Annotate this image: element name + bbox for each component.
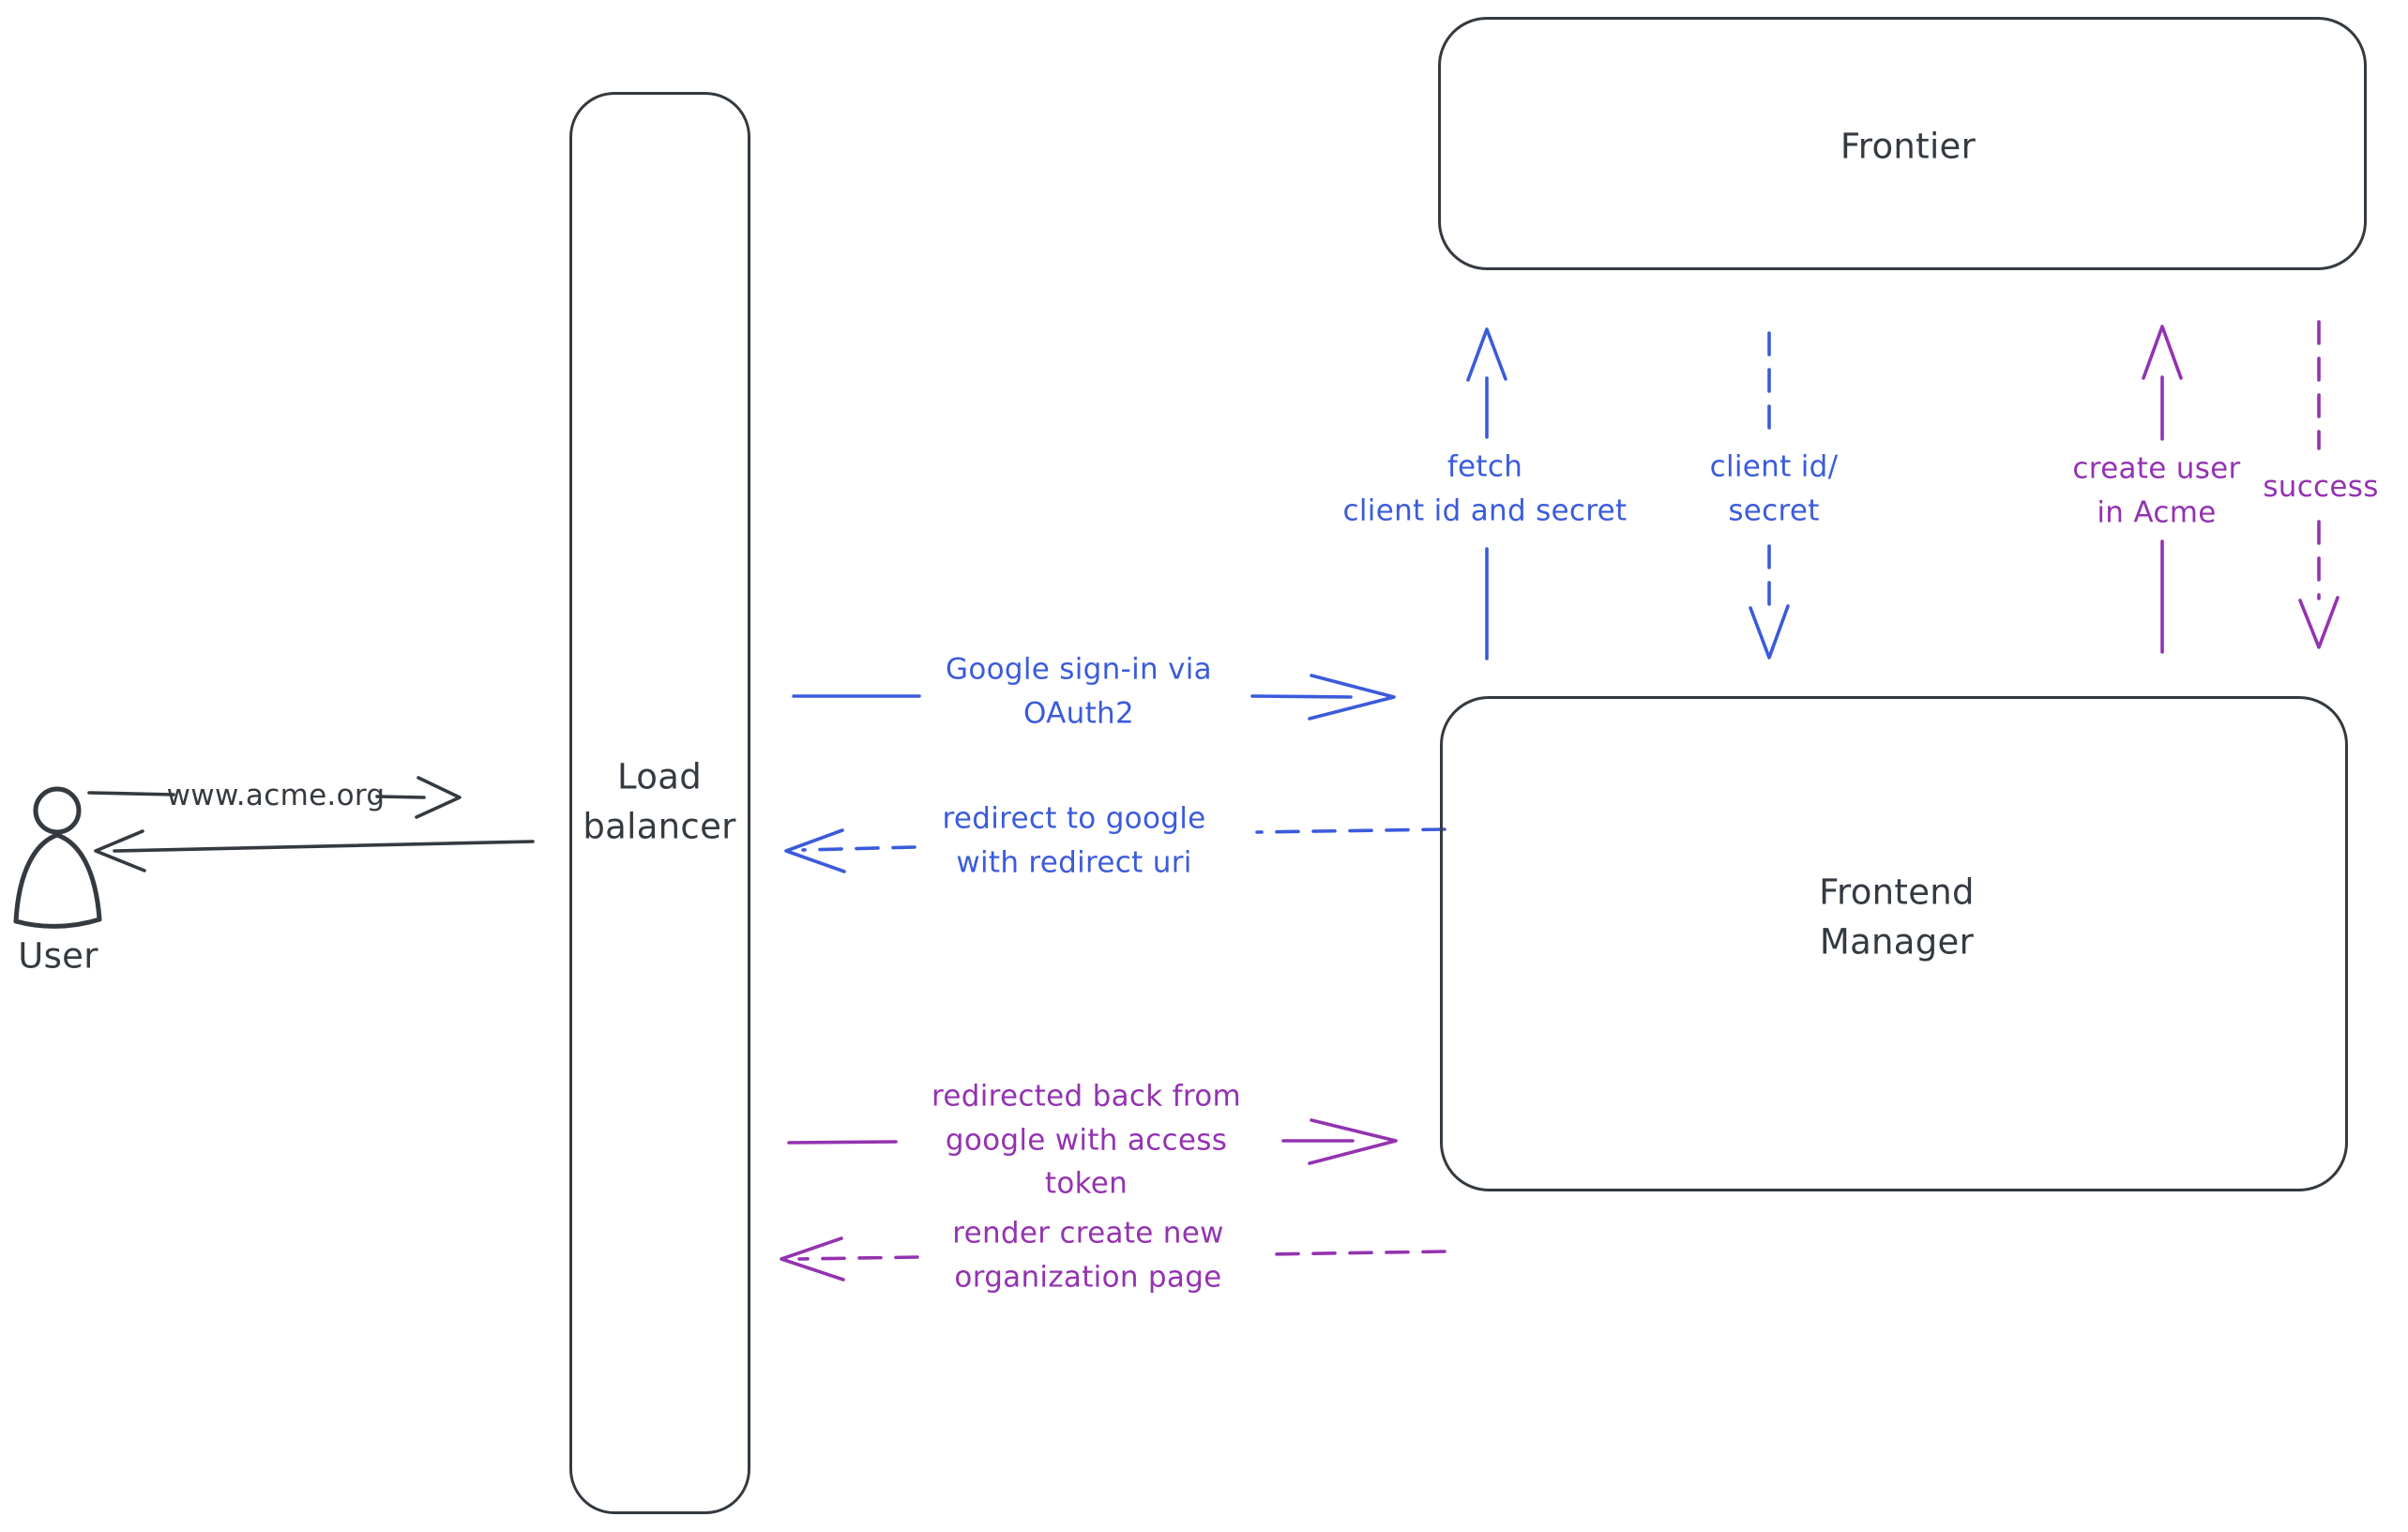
edge-fetch-label: fetch client id and secret xyxy=(1342,449,1628,528)
edge-www-acme-line-left xyxy=(87,791,175,796)
load-balancer-box xyxy=(569,92,750,1514)
frontier-label: Frontier xyxy=(1840,126,1976,167)
user-label: User xyxy=(18,935,98,977)
edge-response-arrowhead xyxy=(94,829,146,872)
edge-google-signin-arrowhead xyxy=(1308,674,1396,720)
edge-render-label: render create new organization page xyxy=(952,1216,1224,1295)
edge-redirected-back-line-left xyxy=(787,1140,898,1145)
edge-www-acme-arrowhead xyxy=(415,776,462,819)
frontend-manager-box xyxy=(1440,696,2348,1191)
edge-success-label: success xyxy=(2263,469,2379,504)
load-balancer-label: Load balancer xyxy=(583,756,736,846)
edge-fetch-arrowhead xyxy=(1466,327,1507,382)
edge-render-arrowhead xyxy=(780,1236,845,1282)
user-head xyxy=(33,786,82,835)
edge-google-signin-line-right xyxy=(1250,694,1353,699)
frontend-manager-label: Frontend Manager xyxy=(1819,872,1975,962)
user-figure xyxy=(13,786,102,929)
edge-redirect-line-left xyxy=(801,845,916,852)
edge-clientid-arrowhead xyxy=(1749,604,1790,660)
edge-success-arrowhead xyxy=(2298,596,2340,649)
edge-redirected-back-arrowhead xyxy=(1308,1118,1398,1165)
edge-render-line-left xyxy=(797,1255,919,1261)
edge-create-user-arrowhead xyxy=(2142,325,2183,380)
edge-render-line-right xyxy=(1265,1250,1446,1256)
edge-clientid-label: client id/ secret xyxy=(1709,449,1839,528)
edge-redirected-back-label: redirected back from google with access … xyxy=(931,1079,1242,1201)
frontier-box xyxy=(1438,17,2367,270)
user-body xyxy=(13,832,102,929)
edge-redirect-label: redirect to google with redirect uri xyxy=(942,801,1206,880)
edge-www-acme-line-right xyxy=(375,795,426,799)
edge-google-signin-label: Google sign-in via OAuth2 xyxy=(946,652,1212,731)
edge-redirect-arrowhead xyxy=(784,828,846,873)
edge-redirect-line-right xyxy=(1255,827,1446,834)
edge-create-user-label: create user in Acme xyxy=(2072,451,2241,530)
edge-response-line xyxy=(113,840,535,853)
edge-www-acme-label: www.acme.org xyxy=(166,778,386,812)
